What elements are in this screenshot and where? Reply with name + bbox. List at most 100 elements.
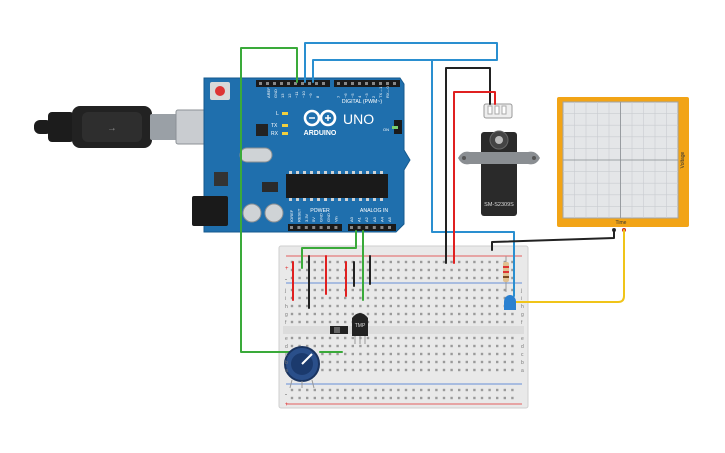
usb-cable[interactable]: ⭢ bbox=[34, 106, 209, 148]
wires[interactable] bbox=[240, 42, 625, 353]
wire-blue-servo[interactable] bbox=[312, 59, 433, 83]
header-hole bbox=[312, 226, 316, 229]
led-rx-label: RX bbox=[271, 131, 279, 137]
hole bbox=[404, 320, 408, 324]
wire-yellow-scope[interactable] bbox=[511, 229, 625, 303]
header-hole bbox=[290, 226, 293, 229]
wire-black-scope[interactable] bbox=[491, 229, 615, 251]
hole bbox=[496, 260, 499, 264]
breadboard[interactable]: + - - + bbox=[278, 245, 529, 409]
hole bbox=[366, 336, 370, 340]
row-letter: c bbox=[285, 352, 288, 358]
hole bbox=[511, 336, 514, 340]
wire-green-a0[interactable] bbox=[301, 230, 357, 269]
hole bbox=[328, 320, 332, 324]
hole bbox=[313, 260, 316, 264]
potentiometer[interactable] bbox=[284, 346, 320, 389]
hole bbox=[328, 288, 332, 292]
hole bbox=[328, 312, 332, 316]
header-hole bbox=[287, 82, 290, 85]
hole bbox=[465, 396, 468, 400]
hole bbox=[473, 352, 476, 356]
mcu-pin bbox=[296, 171, 299, 174]
mcu-pin bbox=[310, 198, 313, 201]
hole bbox=[382, 368, 385, 372]
hole bbox=[313, 344, 316, 348]
hole bbox=[511, 368, 514, 372]
hole bbox=[488, 260, 491, 264]
hole bbox=[313, 320, 316, 324]
resistor[interactable] bbox=[503, 256, 509, 292]
hole bbox=[427, 388, 430, 392]
mcu-pin bbox=[345, 198, 348, 201]
hole bbox=[420, 368, 423, 372]
hole bbox=[298, 336, 301, 340]
hole bbox=[321, 388, 324, 392]
hole bbox=[473, 304, 476, 308]
hole bbox=[321, 304, 324, 308]
hole bbox=[496, 320, 499, 324]
mcu-pins bbox=[289, 171, 383, 201]
hole bbox=[366, 396, 370, 400]
wire-blue-led[interactable] bbox=[304, 42, 515, 297]
hole bbox=[359, 396, 362, 400]
hole bbox=[496, 360, 499, 364]
hole bbox=[366, 388, 370, 392]
hole bbox=[458, 276, 461, 280]
hole bbox=[374, 312, 377, 316]
arduino-uno[interactable]: L TX RX ON ARDUINO UNO DIGITAL (PWM~) PO… bbox=[192, 77, 411, 233]
hole bbox=[382, 396, 385, 400]
row-letter: j bbox=[284, 288, 286, 294]
hole bbox=[382, 304, 385, 308]
servo-motor[interactable]: SM-S2309S bbox=[458, 103, 540, 216]
hole bbox=[397, 336, 400, 340]
hole bbox=[427, 360, 430, 364]
hole bbox=[351, 268, 354, 272]
hole bbox=[344, 296, 347, 300]
hole bbox=[465, 320, 468, 324]
hole bbox=[488, 312, 491, 316]
hole bbox=[404, 396, 408, 400]
oscilloscope-x-label: Time bbox=[616, 220, 627, 226]
hole bbox=[382, 296, 385, 300]
hole bbox=[458, 296, 461, 300]
hole bbox=[465, 304, 468, 308]
hole bbox=[298, 288, 301, 292]
hole bbox=[450, 336, 453, 340]
hole bbox=[511, 388, 514, 392]
hole bbox=[359, 368, 362, 372]
mcu-pin bbox=[331, 171, 334, 174]
slide-switch[interactable] bbox=[330, 326, 348, 334]
hole bbox=[404, 268, 408, 272]
hole bbox=[480, 320, 484, 324]
power-jack[interactable] bbox=[192, 196, 228, 226]
hole bbox=[442, 336, 446, 340]
temperature-sensor[interactable]: TMP bbox=[352, 313, 368, 344]
led[interactable] bbox=[504, 295, 516, 310]
wire-black-servo[interactable] bbox=[445, 67, 491, 264]
hole bbox=[420, 344, 423, 348]
hole bbox=[389, 276, 392, 280]
hole bbox=[435, 388, 438, 392]
reset-button-cap[interactable] bbox=[215, 86, 225, 96]
hole bbox=[473, 368, 476, 372]
header-analog[interactable] bbox=[348, 224, 396, 231]
oscilloscope[interactable]: Time Voltage bbox=[557, 97, 689, 232]
wire-green-signal[interactable] bbox=[240, 47, 298, 353]
hole bbox=[306, 320, 309, 324]
wire-red-servo[interactable] bbox=[453, 91, 496, 264]
hole bbox=[336, 260, 339, 264]
hole bbox=[473, 396, 476, 400]
capacitor-2 bbox=[264, 203, 284, 223]
hole bbox=[488, 344, 491, 348]
hole bbox=[306, 260, 309, 264]
hole bbox=[412, 360, 415, 364]
hole bbox=[328, 276, 332, 280]
hole bbox=[480, 368, 484, 372]
hole bbox=[420, 304, 423, 308]
hole bbox=[382, 276, 385, 280]
hole bbox=[397, 344, 400, 348]
header-digital-high[interactable] bbox=[256, 80, 330, 87]
